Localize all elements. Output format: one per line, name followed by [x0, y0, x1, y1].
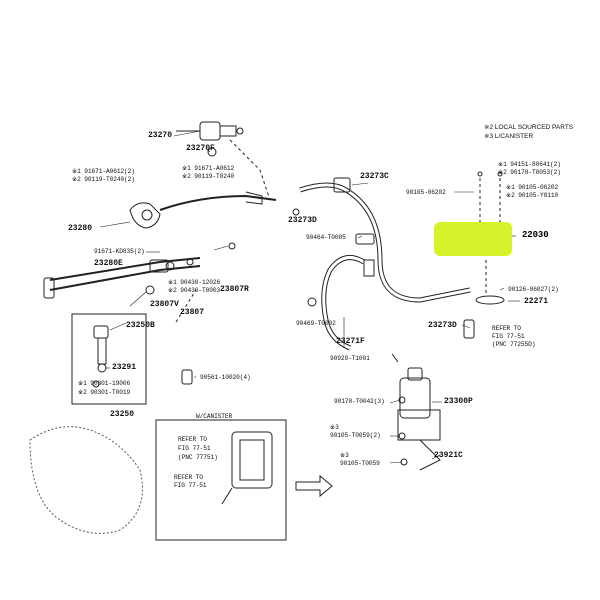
- label-90469-t0002: 90469-T0002: [296, 320, 336, 327]
- fuel-rail-drawing: [43, 257, 201, 299]
- hose-23271f-drawing: [321, 255, 366, 351]
- label-90430-t0003: ※2 90430-T0003: [168, 287, 221, 294]
- label-23300p: 23300P: [444, 397, 473, 406]
- spacer-23807v: [145, 285, 155, 295]
- label-23271f: 23271F: [336, 337, 365, 346]
- injector-group-box: [71, 313, 147, 405]
- label-23270f: 23270F: [186, 144, 215, 153]
- label-23807r: 23807R: [220, 285, 249, 294]
- label-23250b: 23250B: [126, 321, 155, 330]
- part-23280-drawing: [129, 191, 277, 229]
- clip-23273c: [333, 177, 351, 193]
- label-94151-80641: ※1 94151-80641(2): [498, 161, 561, 168]
- canister-box: [155, 419, 287, 541]
- clamp-90469: [307, 297, 317, 307]
- label-refer-right-fig: FIG 77-51: [492, 333, 525, 340]
- valve-90929: [391, 353, 399, 363]
- label-refer-left: REFER TO: [178, 436, 207, 443]
- label-refer-right: REFER TO: [492, 325, 521, 332]
- label-23291: 23291: [112, 363, 137, 372]
- label-90126-06027: 90126-06027(2): [508, 286, 559, 293]
- label-23273d-top: 23273D: [288, 216, 317, 225]
- bolt-23807r: [228, 242, 236, 250]
- direction-arrow: [295, 474, 333, 498]
- joint-23271f: [363, 259, 375, 277]
- label-23250: 23250: [110, 410, 135, 419]
- label-23280: 23280: [68, 224, 93, 233]
- label-90430-12026: ※1 90430-12026: [168, 279, 221, 286]
- vsv-23300p-drawing: [397, 367, 441, 471]
- oring-23270f: [207, 147, 217, 157]
- label-23273d-bottom: 23273D: [428, 321, 457, 330]
- injector-drawing: [92, 325, 109, 388]
- label-90105-t0059: 90105-T0059: [340, 460, 380, 467]
- label-23921c: 23921C: [434, 451, 463, 460]
- part-23270-drawing: [176, 121, 244, 141]
- label-90561-10020: 90561-10020(4): [200, 374, 251, 381]
- label-22030: 22030: [522, 230, 549, 240]
- label-23280e: 23280E: [94, 259, 123, 268]
- note-local-sourced: ※2 LOCAL SOURCED PARTS: [484, 124, 574, 131]
- label-90178-t0042: 90178-T0042(3): [334, 398, 385, 405]
- label-refer-right-pnc: (PNC 77255D): [492, 341, 536, 348]
- label-23807: 23807: [180, 308, 205, 317]
- label-90105-y0110: ※2 90105-Y0110: [506, 192, 559, 199]
- label-90105-06202-left: 90105-06202: [406, 189, 446, 196]
- label-23807v: 23807V: [150, 300, 179, 309]
- label-refer-left-pnc: (PNC 77751): [178, 454, 218, 461]
- hose-23273d: [463, 319, 475, 339]
- label-23273c: 23273C: [360, 172, 389, 181]
- label-90301-19006: ※1 90301-19006: [78, 380, 131, 387]
- label-90105-t0059-2-mark: ※3: [330, 424, 339, 431]
- label-refer-bottom: REFER TO: [174, 474, 203, 481]
- label-refer-left-fig: FIG 77-51: [178, 445, 211, 452]
- label-90178-t0053: ※2 90178-T0053(2): [498, 169, 561, 176]
- highlight-22030: [434, 222, 512, 256]
- note-l-canister: ※3 L/CANISTER: [484, 133, 534, 140]
- w-canister-title: W/CANISTER: [196, 413, 233, 420]
- label-90301-t0019: ※2 90301-T0019: [78, 389, 131, 396]
- label-90105-06202-right: ※1 90105-06202: [506, 184, 559, 191]
- label-91671-a0612-top: ※1 91671-A0612(2): [72, 168, 135, 175]
- bolt-90561: [181, 369, 193, 385]
- hose-23273c-drawing: [299, 182, 471, 303]
- label-90105-t0059-2: 90105-T0059(2): [330, 432, 381, 439]
- clamp-90464: [355, 233, 375, 245]
- label-22271: 22271: [524, 297, 549, 306]
- label-91671-kd835: 91671-KD835(2): [94, 248, 145, 255]
- label-90105-t0059-mark: ※3: [340, 452, 349, 459]
- label-90119-t0240-top: ※2 90119-T0240(2): [72, 176, 135, 183]
- clip-23273d-top: [292, 208, 300, 216]
- label-90464-t0005: 90464-T0005: [306, 234, 346, 241]
- label-23270: 23270: [148, 131, 173, 140]
- gasket-22271: [475, 295, 505, 305]
- label-refer-bottom-fig: FIG 77-51: [174, 482, 207, 489]
- canister-drawing: [221, 431, 273, 505]
- label-90119-t0240-mid: ※2 90119-T0240: [182, 173, 235, 180]
- label-91671-a0612-mid: ※1 91671-A0612: [182, 165, 235, 172]
- label-90929-t1001: 90929-T1001: [330, 355, 370, 362]
